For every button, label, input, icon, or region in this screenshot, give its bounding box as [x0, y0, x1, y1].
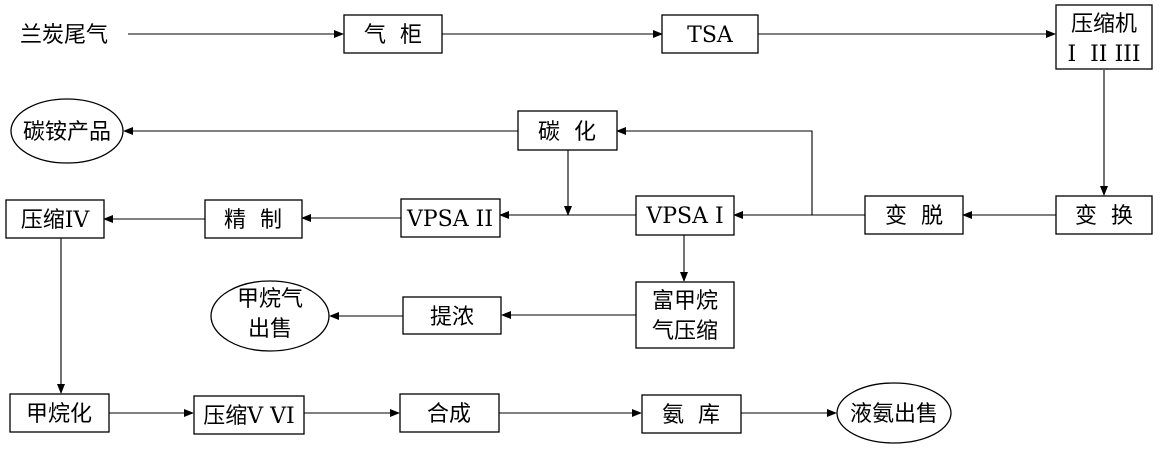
node-vpsa2: VPSA II	[400, 198, 501, 238]
node-synthesis: 合成	[399, 393, 500, 433]
node-refining: 精 制	[204, 199, 303, 239]
node-refining-label: 精 制	[224, 208, 282, 233]
node-desulfurization-label: 变 脱	[885, 204, 943, 229]
node-methane-compress-line2: 气压缩	[652, 319, 718, 344]
node-ammonium-bicarbonate: 碳铵产品	[10, 98, 124, 164]
node-methane-compress: 富甲烷 气压缩	[635, 281, 735, 349]
node-shift-label: 变 换	[1075, 204, 1133, 229]
node-ammonium-bicarbonate-label: 碳铵产品	[23, 120, 111, 145]
node-methanation-label: 甲烷化	[26, 402, 92, 427]
node-ammonia-storage: 氨 库	[641, 394, 742, 434]
node-liquid-ammonia-sale-label: 液氨出售	[850, 402, 938, 427]
node-methane-compress-line1: 富甲烷	[652, 289, 718, 314]
node-concentration-label: 提浓	[430, 305, 474, 330]
node-compressor-123: 压缩机 I II III	[1055, 4, 1153, 70]
node-methane-sale: 甲烷气 出售	[210, 280, 330, 352]
node-carbonization-label: 碳 化	[538, 120, 596, 145]
node-methanation: 甲烷化	[9, 393, 110, 433]
edges	[57, 30, 1108, 417]
node-desulfurization: 变 脱	[864, 195, 964, 235]
node-tsa-label: TSA	[687, 23, 734, 48]
node-methane-sale-line2: 出售	[248, 317, 292, 342]
node-vpsa2-label: VPSA II	[406, 207, 493, 232]
node-compressor-4-label: 压缩IV	[21, 208, 91, 233]
node-concentration: 提浓	[402, 296, 502, 335]
node-compressor-56-label: 压缩V VI	[203, 404, 294, 429]
node-compressor-123-line2: I II III	[1067, 42, 1140, 67]
node-vpsa1: VPSA I	[635, 195, 735, 236]
node-source-label: 兰炭尾气	[20, 23, 108, 48]
node-gas-holder-label: 气 柜	[364, 23, 422, 48]
node-gas-holder: 气 柜	[343, 14, 443, 54]
node-compressor-4: 压缩IV	[5, 199, 105, 239]
node-ammonia-storage-label: 氨 库	[662, 403, 720, 428]
node-compressor-56: 压缩V VI	[193, 395, 305, 435]
node-shift: 变 换	[1055, 195, 1153, 235]
node-methane-sale-line1: 甲烷气	[237, 287, 303, 312]
nodes: 兰炭尾气 气 柜 TSA 压缩机 I II III 碳 化 碳铵产品	[5, 4, 1153, 444]
node-compressor-123-line1: 压缩机	[1071, 12, 1137, 37]
node-synthesis-label: 合成	[427, 402, 471, 427]
node-vpsa1-label: VPSA I	[645, 204, 723, 229]
edge-branch-to-carbonization	[616, 127, 813, 215]
node-carbonization: 碳 化	[517, 110, 618, 151]
node-tsa: TSA	[661, 14, 759, 54]
node-liquid-ammonia-sale: 液氨出售	[836, 382, 952, 444]
